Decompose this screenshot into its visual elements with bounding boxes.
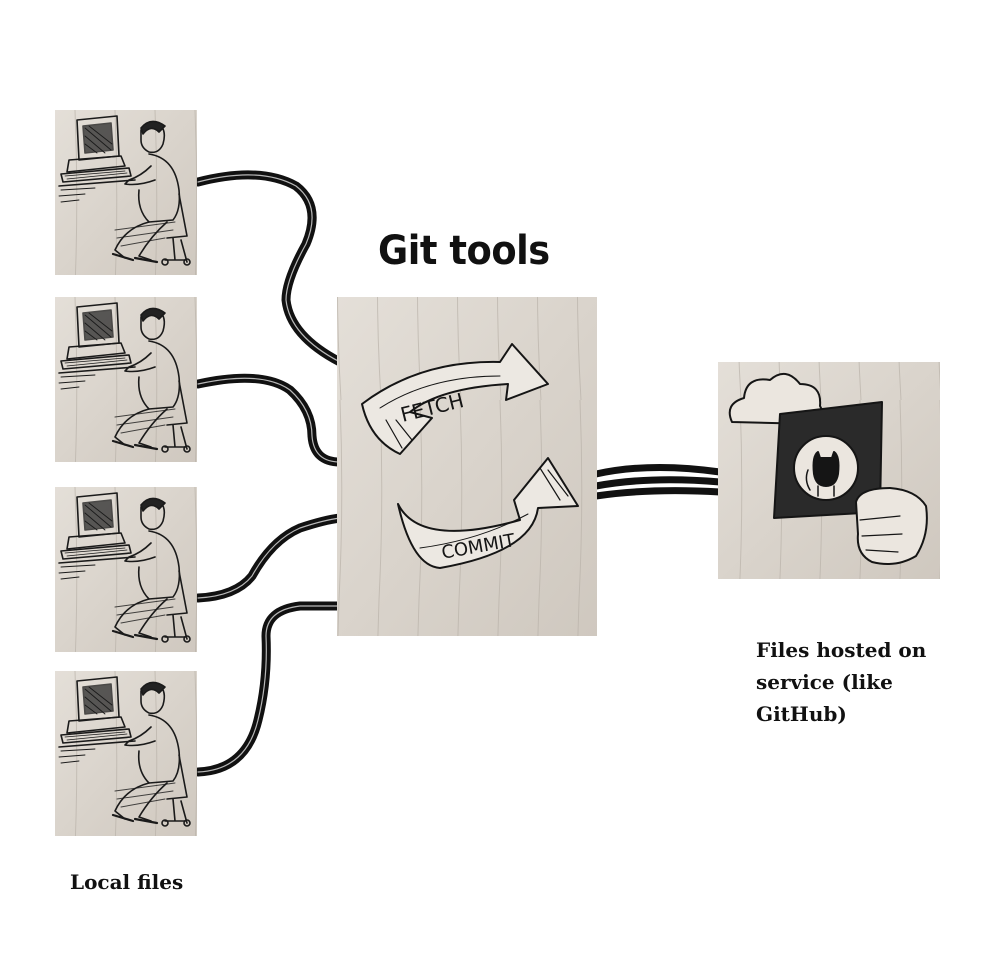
remote-hosting-sketch xyxy=(718,362,940,579)
cable-local-2 xyxy=(193,373,345,467)
local-computer-sketch-icon xyxy=(55,297,197,462)
local-computer-sketch-icon xyxy=(55,671,197,836)
remote-label-line: Files hosted on xyxy=(756,638,927,662)
remote-label-line: service (like xyxy=(756,670,893,694)
hand-icon xyxy=(855,487,928,565)
fetch-commit-cycle-icon: FETCH COMMIT xyxy=(361,343,579,569)
octocat-icon xyxy=(805,451,840,497)
cable-remote xyxy=(592,463,724,500)
remote-label-line: GitHub) xyxy=(756,702,847,726)
git-tools-sketch: FETCH COMMIT xyxy=(337,297,597,636)
cable-local-1 xyxy=(193,170,345,367)
local-computer-sketch-icon xyxy=(55,110,197,275)
local-files-column xyxy=(55,110,197,836)
cable-local-4 xyxy=(193,601,345,777)
diagram-title: Git tools xyxy=(378,228,550,274)
local-computer-sketch-icon xyxy=(55,487,197,652)
connection-cables xyxy=(193,170,724,777)
local-files-label: Local files xyxy=(70,870,184,894)
cable-local-3 xyxy=(193,513,345,603)
remote-files-label: Files hosted on service (like GitHub) xyxy=(756,634,956,730)
